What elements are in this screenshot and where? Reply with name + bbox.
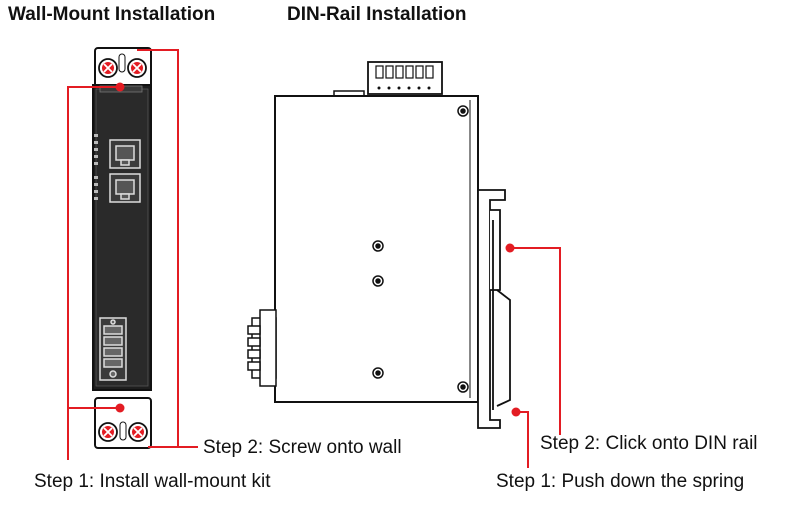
wall-mount-title: Wall-Mount Installation (8, 4, 216, 25)
leader-dot (511, 407, 521, 417)
wall-mount-device (92, 47, 152, 449)
side-terminal-block (247, 309, 277, 387)
din-step2-caption: Step 2: Click onto DIN rail (540, 433, 758, 454)
din-rail-title: DIN-Rail Installation (287, 4, 467, 25)
leader-dot (115, 403, 125, 413)
terminal-block (99, 317, 127, 381)
screw-top-right-icon (127, 58, 147, 78)
screw-top-left-icon (98, 58, 118, 78)
wall-step1-caption: Step 1: Install wall-mount kit (34, 471, 271, 492)
led-indicators (94, 134, 98, 200)
body-screws (372, 105, 469, 393)
din-step1-caption: Step 1: Push down the spring (496, 471, 745, 492)
ethernet-port-1 (109, 139, 141, 169)
leader-dot (115, 82, 125, 92)
screw-bottom-left-icon (98, 422, 118, 442)
screw-bottom-right-icon (128, 422, 148, 442)
leader-dot (505, 243, 515, 253)
din-rail-clip (477, 189, 511, 429)
wall-step2-caption: Step 2: Screw onto wall (203, 437, 402, 458)
ethernet-port-2 (109, 173, 141, 203)
din-rail-device (247, 61, 511, 429)
wall-mount-leaders (67, 49, 198, 460)
